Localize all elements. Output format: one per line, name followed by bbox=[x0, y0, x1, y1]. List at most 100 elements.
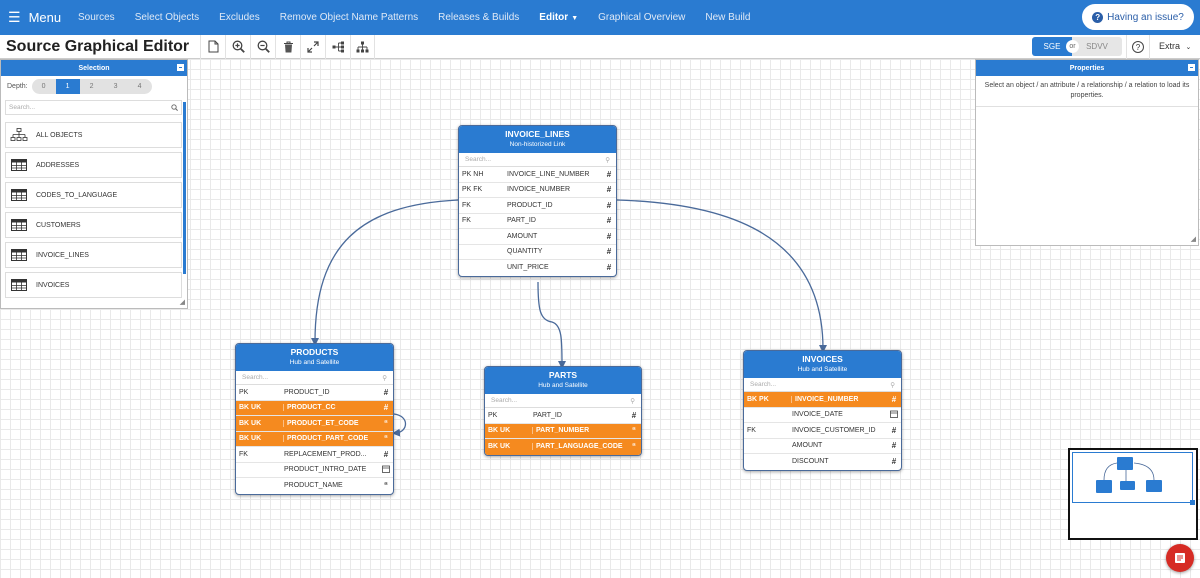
new-document-button[interactable] bbox=[200, 34, 225, 59]
number-type-icon: # bbox=[631, 410, 637, 420]
entity-invoices[interactable]: INVOICES Hub and Satellite Search... ⚲ B… bbox=[743, 350, 902, 471]
minimize-icon[interactable] bbox=[1188, 64, 1195, 71]
attribute-row[interactable]: DISCOUNT# bbox=[744, 454, 901, 470]
feedback-fab-button[interactable] bbox=[1166, 544, 1194, 572]
entity-type: Hub and Satellite bbox=[797, 366, 848, 373]
nav-item-select-objects[interactable]: Select Objects bbox=[134, 12, 200, 23]
chevron-down-icon: ⌄ bbox=[1185, 44, 1192, 51]
layout-horizontal-button[interactable] bbox=[325, 34, 350, 59]
question-icon: ? bbox=[1092, 11, 1104, 23]
list-item[interactable]: INVOICE_LINES bbox=[5, 242, 182, 268]
nav-item-new-build[interactable]: New Build bbox=[705, 12, 751, 23]
selection-search-input[interactable]: Search... bbox=[5, 100, 182, 115]
attribute-name: INVOICE_DATE bbox=[792, 411, 843, 419]
menu-button[interactable]: ☰ Menu bbox=[8, 9, 78, 26]
list-item[interactable]: CODES_TO_LANGUAGE bbox=[5, 182, 182, 208]
extra-dropdown[interactable]: Extra ⌄ bbox=[1159, 41, 1191, 51]
menu-label: Menu bbox=[28, 10, 62, 25]
number-type-icon: # bbox=[383, 387, 389, 397]
layout-vertical-button[interactable] bbox=[350, 34, 375, 59]
nav-item-editor[interactable]: Editor▼ bbox=[539, 12, 578, 23]
entity-search-input[interactable]: Search... ⚲ bbox=[236, 371, 393, 385]
help-button[interactable]: ? bbox=[1126, 35, 1150, 59]
entity-search-placeholder: Search... bbox=[750, 381, 777, 388]
depth-button-1[interactable]: 1 bbox=[55, 78, 80, 94]
zoom-in-button[interactable] bbox=[225, 34, 250, 59]
attribute-name: INVOICE_NUMBER bbox=[795, 395, 859, 403]
depth-button-3[interactable]: 3 bbox=[113, 82, 118, 90]
toggle-sdvv[interactable]: SDVV bbox=[1072, 37, 1122, 56]
expand-button[interactable] bbox=[300, 34, 325, 59]
attribute-row[interactable]: PRODUCT_INTRO_DATE bbox=[236, 463, 393, 478]
depth-button-4[interactable]: 4 bbox=[137, 82, 142, 90]
nav-item-excludes[interactable]: Excludes bbox=[219, 12, 260, 23]
minimize-icon[interactable] bbox=[177, 64, 184, 71]
trash-icon bbox=[283, 41, 293, 52]
toggle-sge[interactable]: SGE bbox=[1032, 37, 1072, 56]
list-item[interactable]: ALL OBJECTS bbox=[5, 122, 182, 148]
list-item[interactable]: ADDRESSES bbox=[5, 152, 182, 178]
search-icon: ⚲ bbox=[890, 381, 895, 389]
attribute-keys: BK PK bbox=[744, 395, 792, 403]
attribute-row[interactable]: UNIT_PRICE# bbox=[459, 260, 616, 276]
depth-button-2[interactable]: 2 bbox=[89, 82, 94, 90]
entity-name: INVOICES bbox=[802, 354, 843, 364]
help-icon: ? bbox=[1132, 41, 1144, 53]
zoom-out-button[interactable] bbox=[250, 34, 275, 59]
nav-item-remove-object-name-patterns[interactable]: Remove Object Name Patterns bbox=[279, 12, 419, 23]
attribute-row[interactable]: INVOICE_DATE bbox=[744, 408, 901, 423]
entity-invoice-lines[interactable]: INVOICE_LINES Non-historized Link Search… bbox=[458, 125, 617, 277]
minimap-resize-handle[interactable] bbox=[1190, 500, 1195, 505]
delete-button[interactable] bbox=[275, 34, 300, 59]
entity-search-input[interactable]: Search... ⚲ bbox=[485, 394, 641, 408]
entity-products[interactable]: PRODUCTS Hub and Satellite Search... ⚲ P… bbox=[235, 343, 394, 495]
nav-item-sources[interactable]: Sources bbox=[78, 12, 115, 23]
number-type-icon: # bbox=[606, 169, 612, 179]
selection-panel-title: Selection bbox=[78, 64, 110, 72]
attribute-name: PRODUCT_PART_CODE bbox=[287, 435, 369, 443]
minimap-node-parts bbox=[1120, 481, 1135, 490]
nav-item-releases-builds[interactable]: Releases & Builds bbox=[438, 12, 520, 23]
attribute-name: PRODUCT_ET_CODE bbox=[287, 419, 359, 427]
attribute-name: UNIT_PRICE bbox=[507, 264, 549, 272]
depth-button-0[interactable]: 0 bbox=[41, 82, 46, 90]
attribute-row[interactable]: PRODUCT_NAME“ bbox=[236, 478, 393, 494]
entity-search-input[interactable]: Search... ⚲ bbox=[744, 378, 901, 392]
attribute-row[interactable]: AMOUNT# bbox=[744, 439, 901, 454]
minimap-viewport[interactable] bbox=[1072, 452, 1195, 505]
resize-grip-icon[interactable]: ◢ bbox=[1190, 236, 1196, 243]
attribute-row[interactable]: QUANTITY# bbox=[459, 245, 616, 260]
table-icon bbox=[10, 188, 28, 202]
number-type-icon: # bbox=[383, 403, 389, 413]
attribute-name: PRODUCT_NAME bbox=[284, 482, 343, 490]
attribute-name: AMOUNT bbox=[507, 232, 538, 240]
list-item[interactable]: INVOICES bbox=[5, 272, 182, 298]
selection-scrollbar[interactable] bbox=[183, 102, 186, 274]
minimap[interactable] bbox=[1068, 448, 1198, 540]
resize-grip-icon[interactable]: ◢ bbox=[179, 299, 185, 306]
entity-search-input[interactable]: Search... ⚲ bbox=[459, 153, 616, 167]
nav-item-graphical-overview[interactable]: Graphical Overview bbox=[598, 12, 686, 23]
having-an-issue-button[interactable]: ? Having an issue? bbox=[1082, 4, 1194, 30]
selection-search-placeholder: Search... bbox=[9, 104, 36, 111]
editor-mode-toggle[interactable]: SGE or SDVV bbox=[1032, 37, 1122, 56]
entity-header: PARTS Hub and Satellite bbox=[485, 367, 641, 394]
attribute-row[interactable]: AMOUNT# bbox=[459, 229, 616, 245]
list-item[interactable]: CUSTOMERS bbox=[5, 212, 182, 238]
